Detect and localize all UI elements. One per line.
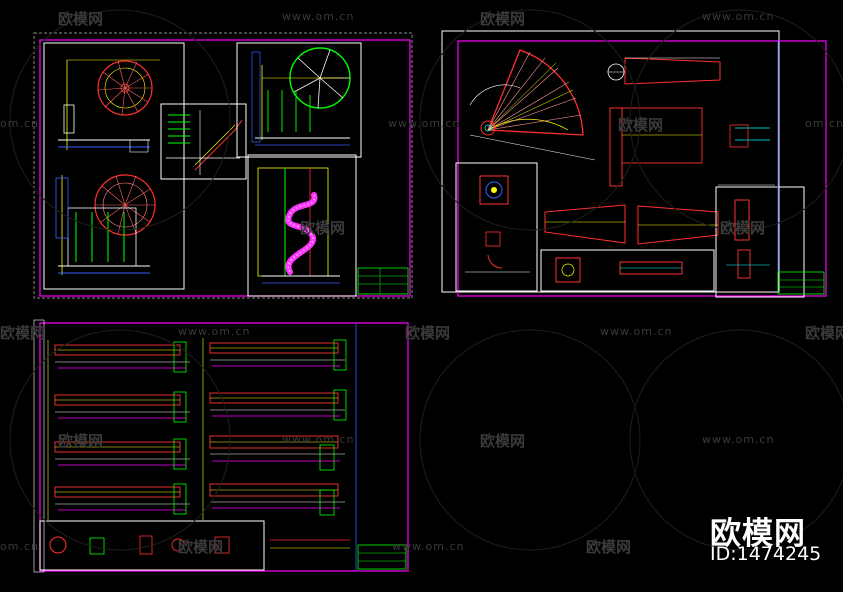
watermark-url: www.om.cn xyxy=(702,433,775,446)
sheet-2 xyxy=(441,30,827,298)
sheet-1-left-panel xyxy=(43,42,185,290)
sheet-1-border xyxy=(39,39,411,297)
watermark-brand: 欧模网 xyxy=(58,432,104,450)
sheet-2-frame xyxy=(441,30,780,293)
sheet-3-border xyxy=(39,322,409,572)
tapered-beam-elevations xyxy=(544,204,719,245)
watermark-brand: 欧模网 xyxy=(405,324,451,342)
watermark-brand: 欧模网 xyxy=(618,116,664,134)
sheet-3-title-block xyxy=(357,544,407,570)
watermark-url: www.om.cn xyxy=(178,325,251,338)
watermark-url: om.cn xyxy=(805,117,843,130)
sheet-1-title-block xyxy=(357,267,409,295)
sheet-3-bottom-details xyxy=(49,535,350,555)
model-id-label: ID:1474245 xyxy=(710,543,822,565)
watermark-url: www.om.cn xyxy=(392,540,465,553)
brand-logo-text: 欧模网 xyxy=(710,516,806,552)
sheet-2-lower-box xyxy=(540,249,715,292)
watermark-brand: 欧模网 xyxy=(480,10,526,28)
railing-section-left-column xyxy=(47,340,190,520)
sheet-2-border xyxy=(457,40,827,297)
sheet-2-detail-box-right xyxy=(715,186,805,298)
watermark-url: www.om.cn xyxy=(388,117,461,130)
railing-section-right-column xyxy=(202,338,347,520)
spiral-stair-plan-top xyxy=(58,59,160,153)
spiral-stair-plan-bottom xyxy=(55,174,156,275)
watermark-brand: 欧模网 xyxy=(586,538,632,556)
connection-detail xyxy=(726,199,770,279)
watermark-brand: 欧模网 xyxy=(720,219,766,237)
watermark-brand: 欧模网 xyxy=(0,324,46,342)
watermark-url: www.om.cn xyxy=(282,10,355,23)
sheet-1-dashed-outline xyxy=(33,32,413,299)
sheet-3-left-strip xyxy=(33,319,45,573)
watermark-url: www.om.cn xyxy=(282,433,355,446)
watermark-brand: 欧模网 xyxy=(300,219,346,237)
fan-stair-plan xyxy=(469,49,596,161)
watermark-arcs xyxy=(9,9,843,551)
watermark-brand: 欧模网 xyxy=(480,432,526,450)
sheet-2-detail-box-left xyxy=(455,162,538,292)
sheet-3 xyxy=(33,319,409,573)
stair-section-detail xyxy=(166,110,243,175)
magenta-stair-elevation xyxy=(257,167,340,284)
watermark-url: om.cn xyxy=(0,117,39,130)
sheet-1 xyxy=(33,32,413,299)
sheet-3-bottom-detail-box xyxy=(39,520,265,571)
column-elevation xyxy=(607,57,775,187)
watermark-brand: 欧模网 xyxy=(58,10,104,28)
watermark-brand: 欧模网 xyxy=(805,324,843,342)
watermark-brand: 欧模网 xyxy=(178,538,224,556)
sheet-1-detail-box xyxy=(160,103,247,180)
green-circle-plan xyxy=(251,47,351,146)
sheet-2-title-block xyxy=(777,271,825,295)
sheet-1-top-right-box xyxy=(236,42,362,158)
sheet-1-bottom-right-box xyxy=(247,154,357,297)
lower-profile-details xyxy=(555,257,683,283)
watermark-url: www.om.cn xyxy=(600,325,673,338)
watermark-url: om.cn xyxy=(0,540,39,553)
watermark-url: www.om.cn xyxy=(702,10,775,23)
column-base-detail xyxy=(465,175,530,273)
